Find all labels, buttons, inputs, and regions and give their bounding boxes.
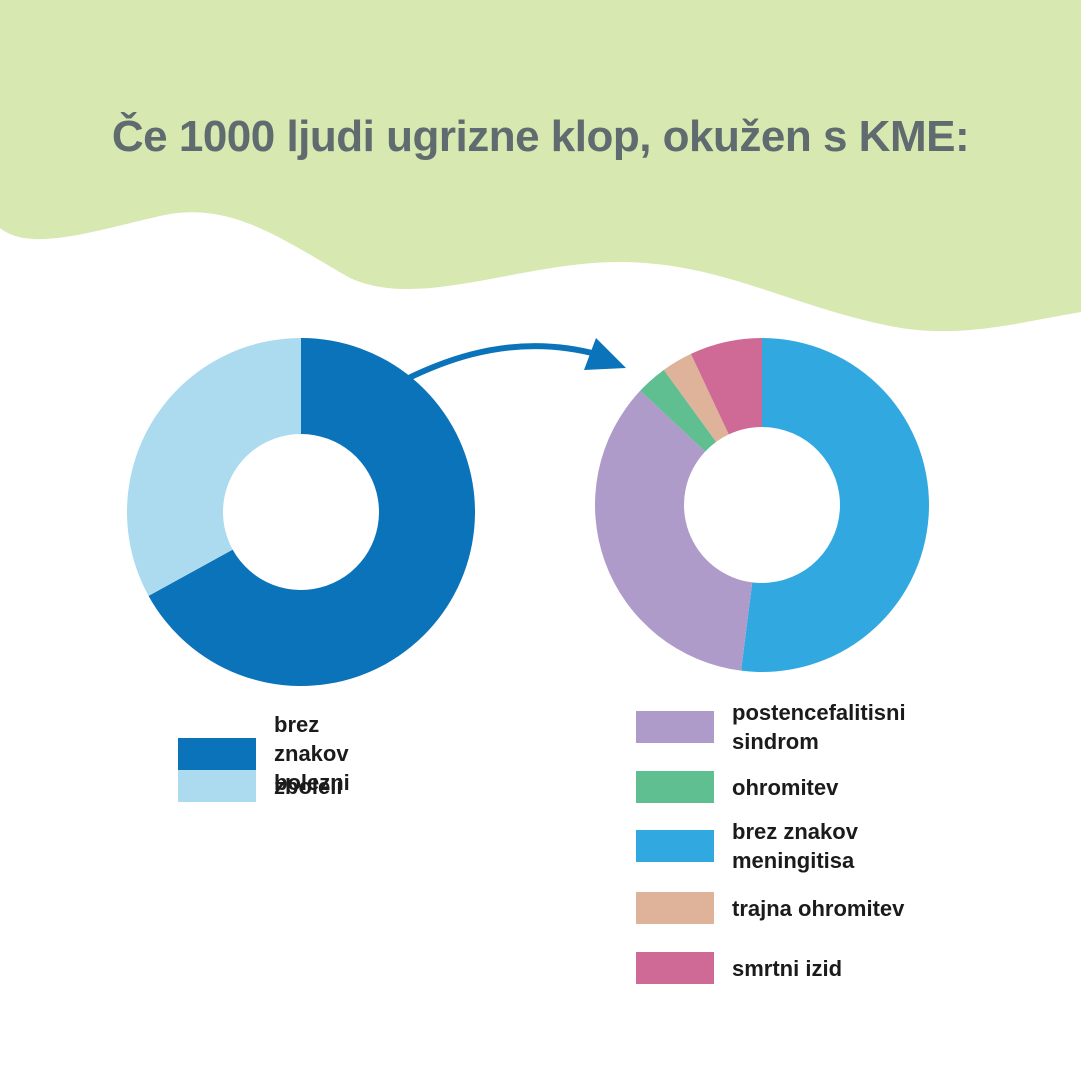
donut-slice-smrtni-izid [690,338,762,435]
donut-chart-infection-outcome [127,338,475,686]
legend-item: smrtni izid [636,952,942,984]
legend-label: smrtni izid [732,955,843,981]
infographic-title: Če 1000 ljudi ugrizne klop, okužen s KME… [111,112,970,161]
donut-slice-zboleli [127,338,301,596]
legend-label: brez znakov meningitisa [732,819,858,873]
curved-arrow-icon [349,338,626,413]
donut-slice-trajna-ohromitev [663,353,729,442]
green-wave-shape [0,0,1081,332]
legend-item: trajna ohromitev [636,892,942,924]
legend-label: postencefalitisni sindrom [732,700,906,754]
legend-swatch [636,952,714,984]
legend-label: zboleli [274,773,343,799]
legend-label: trajna ohromitev [732,895,905,921]
donut-slice-brez-znakov-bolezni [148,338,475,686]
donut-slice-brez-znakov-meningitisa [741,338,929,672]
legend-swatch [636,771,714,803]
donut-slice-ohromitev [640,369,717,452]
legend-swatch [178,737,256,770]
legend-item: zboleli [178,770,342,802]
arrow-shaft [349,343,603,413]
legend-item: ohromitev [636,771,942,803]
legend-label: brez znakov bolezni [274,712,350,795]
donut-chart-disease-outcome [595,338,929,672]
legend-swatch [636,711,714,743]
donut-slice-postencefalitisni-sindrom [595,390,753,671]
legend-label: ohromitev [732,774,839,800]
legend-item: postencefalitisni sindrom [636,698,942,756]
legend-item: brez znakov meningitisa [636,817,942,875]
legend-swatch [636,830,714,862]
arrow-head [584,338,626,370]
legend-swatch [636,892,714,924]
legend-swatch [178,770,256,802]
legend-item: brez znakov bolezni [178,710,350,797]
